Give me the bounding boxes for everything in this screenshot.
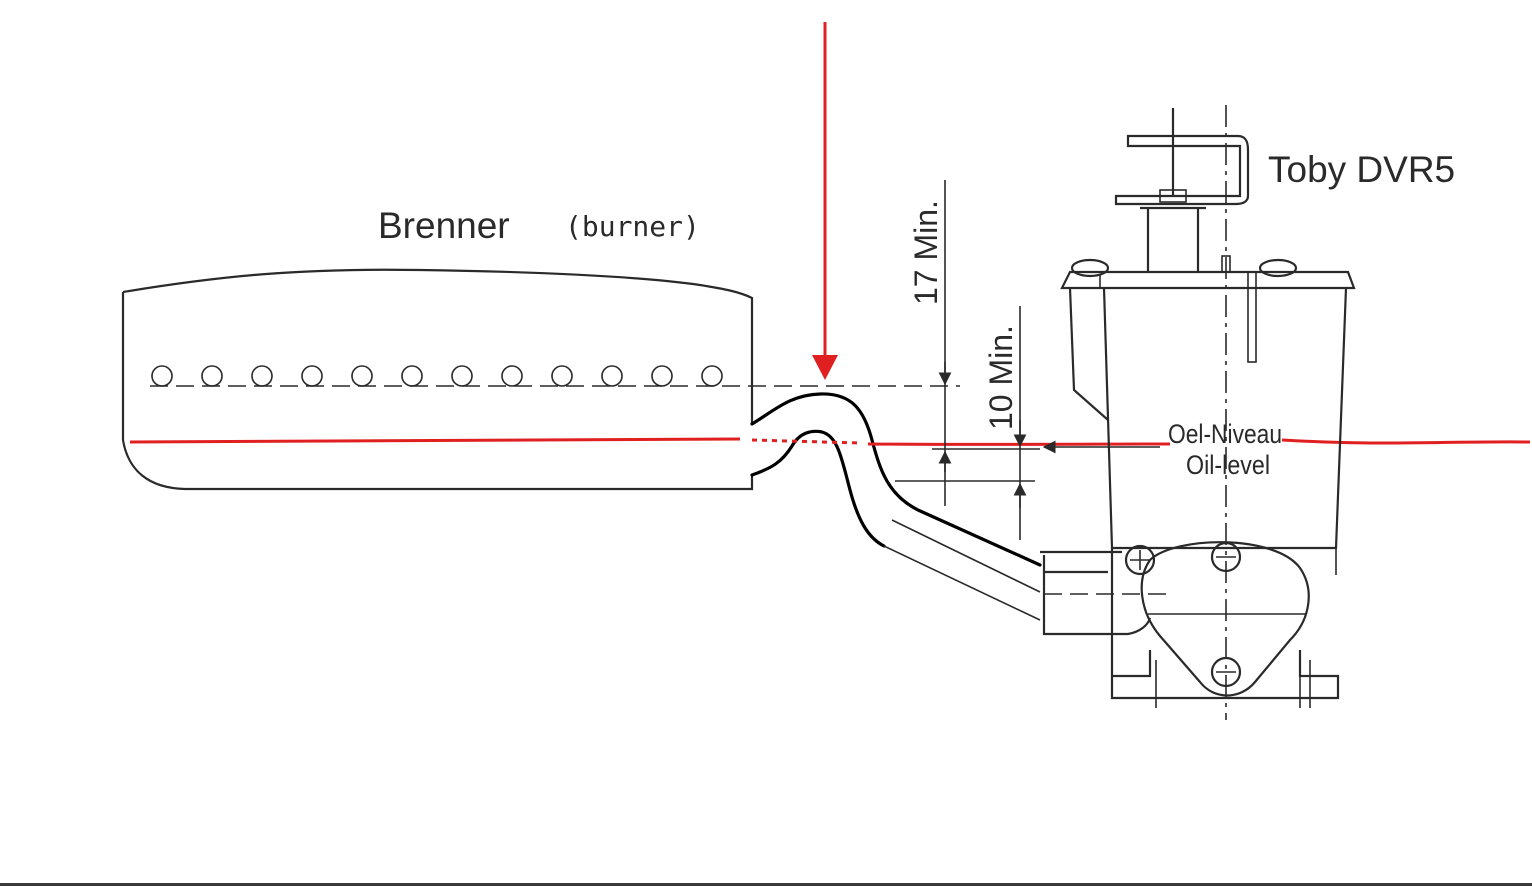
red-oil-level-line-right bbox=[867, 438, 1531, 446]
oil-level-label-en: Oil-level bbox=[1186, 450, 1270, 480]
dimensions: 17 Min. 10 Min. bbox=[895, 180, 1160, 540]
screw-bottom bbox=[1210, 656, 1242, 688]
burner-holes bbox=[151, 365, 723, 387]
device-label: Toby DVR5 bbox=[1268, 149, 1455, 190]
hose-lower-line bbox=[750, 429, 886, 548]
screw-top bbox=[1210, 541, 1242, 573]
unit-lid bbox=[1060, 270, 1356, 290]
lid-screw-right bbox=[1258, 258, 1298, 278]
red-oil-level-line-mid bbox=[751, 438, 861, 445]
reservoir-body bbox=[1068, 287, 1348, 550]
red-oil-level-line-left bbox=[129, 437, 741, 444]
burner-label-translation: (burner) bbox=[565, 210, 700, 243]
oil-hose bbox=[750, 392, 1042, 621]
toby-dvr5-unit: Oel-Niveau Oil-level Toby DVR5 bbox=[1040, 105, 1455, 720]
float-rod bbox=[1247, 271, 1257, 363]
hose-upper-line bbox=[750, 392, 1042, 567]
dim-10-label: 10 Min. bbox=[983, 325, 1019, 430]
dim-17-label: 17 Min. bbox=[908, 200, 944, 305]
bottom-border bbox=[0, 883, 1532, 886]
screw-left bbox=[1124, 544, 1156, 576]
unit-stem bbox=[1140, 206, 1206, 272]
red-arrow-head bbox=[812, 355, 838, 380]
hose-pipe-line-a bbox=[883, 545, 1041, 621]
hose-pipe-line-b bbox=[891, 519, 1041, 593]
oil-level-label-de: Oel-Niveau bbox=[1168, 419, 1282, 449]
red-annotations bbox=[129, 22, 1531, 446]
lid-screw-left bbox=[1070, 258, 1110, 278]
burner-label: Brenner bbox=[378, 205, 510, 246]
pump-housing bbox=[1140, 541, 1310, 697]
burner-body bbox=[121, 268, 754, 491]
inlet-fitting bbox=[1040, 550, 1152, 636]
top-bracket bbox=[1114, 134, 1250, 206]
burner: Brenner (burner) bbox=[121, 205, 960, 491]
